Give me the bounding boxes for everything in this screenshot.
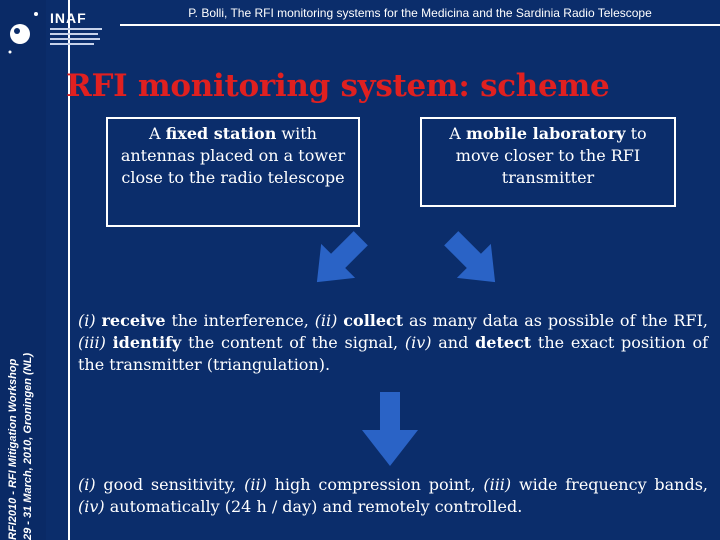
- p2-t4: automatically (24 h / day) and remotely …: [104, 497, 523, 516]
- arrow-down-icon: [362, 392, 418, 466]
- arrow-down-left-icon: [444, 231, 496, 283]
- logo-fine-print: [50, 28, 108, 48]
- p2-i2: (ii): [244, 475, 267, 494]
- box1-pre: A: [149, 124, 166, 143]
- p2-i4: (iv): [78, 497, 105, 516]
- slide-header: P. Bolli, The RFI monitoring systems for…: [188, 6, 652, 20]
- p1-b1: receive: [101, 311, 166, 330]
- p1-b2: collect: [343, 311, 404, 330]
- mobile-lab-box: A mobile laboratory to move closer to th…: [420, 117, 676, 207]
- p2-t1: good sensitivity,: [95, 475, 245, 494]
- arrow-down-right-icon: [316, 231, 368, 283]
- p1-t4: and: [431, 333, 476, 352]
- p1-i2: (ii): [314, 311, 338, 330]
- logo-brand: INAF: [50, 10, 87, 26]
- p1-i1: (i): [78, 311, 96, 330]
- inaf-logo: INAF: [0, 0, 120, 60]
- p1-b4: detect: [475, 333, 532, 352]
- fixed-station-box: A fixed station with antennas placed on …: [106, 117, 360, 227]
- p1-t1: the interference,: [165, 311, 315, 330]
- p2-i3: (iii): [483, 475, 512, 494]
- left-band: [0, 0, 46, 540]
- p1-t5: the exact position of the transmitter (t…: [78, 333, 709, 374]
- slide-title: RFI monitoring system: scheme: [66, 68, 610, 104]
- p1-t2: as many data as possible of the RFI,: [403, 311, 708, 330]
- sidebar-workshop-text: RFI2010 - RFI Mitigation Workshop 29 - 3…: [6, 280, 36, 540]
- sidebar-line2: 29 - 31 March, 2010, Groningen (NL): [22, 352, 34, 540]
- inaf-logo-icon: [8, 12, 38, 54]
- box2-bold: mobile laboratory: [465, 124, 626, 143]
- p1-b3: identify: [112, 333, 182, 352]
- box1-bold: fixed station: [165, 124, 277, 143]
- p2-i1: (i): [78, 475, 96, 494]
- p1-i4: (iv): [404, 333, 432, 352]
- header-divider: [120, 24, 720, 26]
- box2-pre: A: [449, 124, 466, 143]
- box2-post: to move closer to the RFI transmitter: [455, 124, 647, 187]
- sidebar-line1: RFI2010 - RFI Mitigation Workshop: [7, 358, 19, 540]
- p1-t3: the content of the signal,: [181, 333, 405, 352]
- p2-t3: wide frequency bands,: [511, 475, 708, 494]
- requirements-text: (i) good sensitivity, (ii) high compress…: [78, 474, 708, 518]
- p2-t2: high compression point,: [266, 475, 484, 494]
- p1-i3: (iii): [78, 333, 106, 352]
- vertical-divider: [68, 0, 70, 540]
- process-steps-text: (i) receive the interference, (ii) colle…: [78, 310, 708, 376]
- box1-post: with antennas placed on a tower close to…: [120, 124, 346, 187]
